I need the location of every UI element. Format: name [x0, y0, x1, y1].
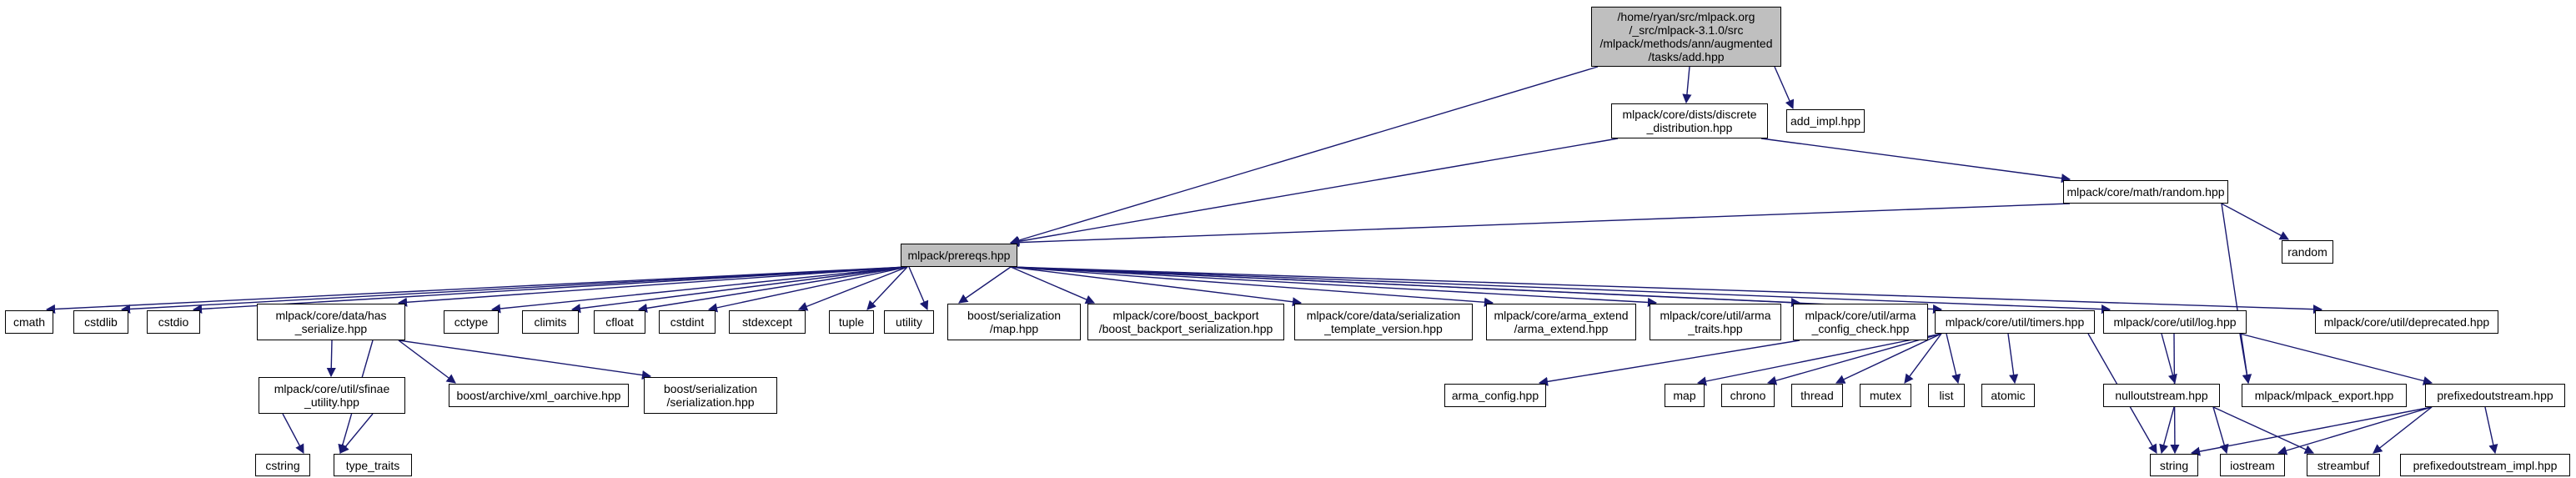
- graph-node-add-hpp[interactable]: /home/ryan/src/mlpack.org /_src/mlpack-3…: [1591, 7, 1781, 67]
- graph-node-has-serialize-hpp[interactable]: mlpack/core/data/has _serialize.hpp: [257, 304, 405, 340]
- graph-node-chrono[interactable]: chrono: [1721, 384, 1775, 407]
- graph-node-timers-hpp[interactable]: mlpack/core/util/timers.hpp: [1935, 310, 2095, 334]
- graph-node-thread[interactable]: thread: [1791, 384, 1843, 407]
- graph-node-sfinae-utility-hpp[interactable]: mlpack/core/util/sfinae _utility.hpp: [259, 377, 405, 414]
- graph-node-type-traits[interactable]: type_traits: [334, 454, 412, 476]
- graph-node-boost-backport-serialization-hpp[interactable]: mlpack/core/boost_backport /boost_backpo…: [1087, 304, 1284, 340]
- graph-node-list[interactable]: list: [1928, 384, 1965, 407]
- graph-node-arma-config-check-hpp[interactable]: mlpack/core/util/arma _config_check.hpp: [1793, 304, 1928, 340]
- graph-node-random-hpp[interactable]: mlpack/core/math/random.hpp: [2063, 180, 2228, 204]
- graph-node-atomic[interactable]: atomic: [1981, 384, 2035, 407]
- graph-node-tuple[interactable]: tuple: [829, 310, 874, 334]
- graph-node-arma-traits-hpp[interactable]: mlpack/core/util/arma _traits.hpp: [1650, 304, 1781, 340]
- graph-node-nulloutstream-hpp[interactable]: nulloutstream.hpp: [2103, 384, 2220, 407]
- graph-node-cstring[interactable]: cstring: [255, 454, 310, 476]
- graph-node-add-impl-hpp[interactable]: add_impl.hpp: [1786, 109, 1865, 133]
- graph-node-cstdio[interactable]: cstdio: [147, 310, 200, 334]
- graph-node-utility[interactable]: utility: [884, 310, 934, 334]
- graph-node-string[interactable]: string: [2150, 454, 2198, 476]
- graph-node-boost-serialization-map-hpp[interactable]: boost/serialization /map.hpp: [947, 304, 1081, 340]
- graph-node-deprecated-hpp[interactable]: mlpack/core/util/deprecated.hpp: [2315, 310, 2498, 334]
- graph-node-streambuf[interactable]: streambuf: [2307, 454, 2380, 476]
- graph-node-mlpack-export-hpp[interactable]: mlpack/mlpack_export.hpp: [2242, 384, 2407, 407]
- graph-node-map[interactable]: map: [1665, 384, 1705, 407]
- graph-node-arma-extend-hpp[interactable]: mlpack/core/arma_extend /arma_extend.hpp: [1486, 304, 1636, 340]
- graph-node-climits[interactable]: climits: [522, 310, 579, 334]
- graph-node-serialization-template-version-hpp[interactable]: mlpack/core/data/serialization _template…: [1294, 304, 1473, 340]
- graph-node-prefixedoutstream-hpp[interactable]: prefixedoutstream.hpp: [2425, 384, 2565, 407]
- graph-node-iostream[interactable]: iostream: [2220, 454, 2285, 476]
- graph-node-prereqs-hpp[interactable]: mlpack/prereqs.hpp: [901, 244, 1017, 267]
- graph-node-prefixedoutstream-impl-hpp[interactable]: prefixedoutstream_impl.hpp: [2400, 454, 2570, 476]
- graph-node-cstdint[interactable]: cstdint: [659, 310, 716, 334]
- graph-node-random[interactable]: random: [2282, 240, 2333, 264]
- graph-node-cstdlib[interactable]: cstdlib: [73, 310, 128, 334]
- graph-node-boost-serialization-hpp[interactable]: boost/serialization /serialization.hpp: [644, 377, 777, 414]
- graph-node-cctype[interactable]: cctype: [444, 310, 499, 334]
- graph-node-xml-oarchive-hpp[interactable]: boost/archive/xml_oarchive.hpp: [449, 384, 629, 407]
- graph-node-cfloat[interactable]: cfloat: [594, 310, 645, 334]
- graph-node-log-hpp[interactable]: mlpack/core/util/log.hpp: [2103, 310, 2247, 334]
- graph-node-cmath[interactable]: cmath: [5, 310, 53, 334]
- graph-node-discrete-distribution-hpp[interactable]: mlpack/core/dists/discrete _distribution…: [1611, 103, 1768, 138]
- graph-node-stdexcept[interactable]: stdexcept: [729, 310, 806, 334]
- graph-node-arma-config-hpp[interactable]: arma_config.hpp: [1444, 384, 1546, 407]
- graph-node-mutex[interactable]: mutex: [1860, 384, 1911, 407]
